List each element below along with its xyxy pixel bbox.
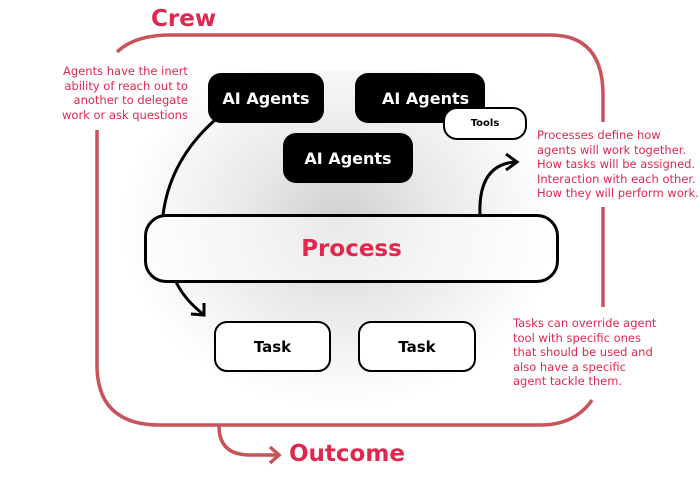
process-note: Processes define how agents will work to… [537,128,699,200]
delegation-arrow [161,118,216,216]
task-box[interactable]: Task [358,321,476,372]
process-arrow [478,160,516,216]
crew-title: Crew [151,6,217,32]
ai-agent-box[interactable]: AI Agents [355,73,485,123]
ai-agent-box[interactable]: AI Agents [208,73,324,123]
ai-agent-box[interactable]: AI Agents [283,133,413,183]
outcome-label: Outcome [289,441,405,467]
process-box[interactable]: Process [144,214,559,283]
crew-boundary [95,33,605,465]
agents-note: Agents have the inert ability of reach o… [62,64,188,122]
outcome-arrow [217,425,278,457]
tasks-note: Tasks can override agent tool with speci… [513,316,657,388]
tools-box[interactable]: Tools [443,107,527,140]
task-box[interactable]: Task [214,321,331,372]
task-arrow [174,281,204,316]
